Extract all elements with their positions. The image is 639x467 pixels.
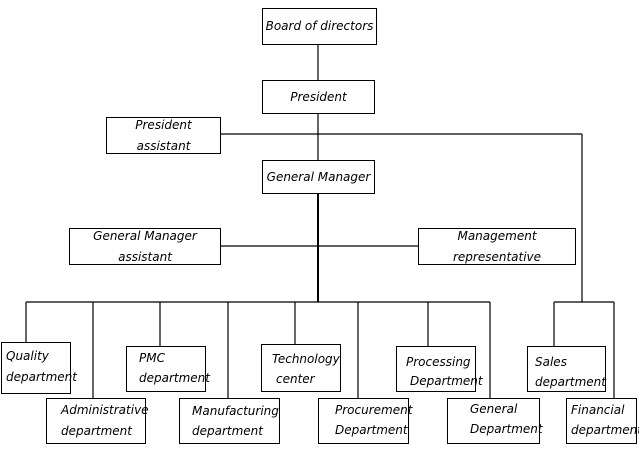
financial-department-line2: department: [571, 423, 639, 437]
processing-department-line2: Department: [410, 374, 483, 388]
board-of-directors-box: Board of directors: [262, 8, 377, 45]
procurement-department-line1: Procurement: [335, 403, 413, 417]
financial-department-line1: Financial: [571, 403, 625, 417]
management-representative-label: Management representative: [452, 228, 542, 264]
manufacturing-department-line1: Manufacturing: [192, 404, 279, 418]
management-representative-box: Management representative: [418, 228, 576, 265]
general-department-line2: Department: [470, 422, 543, 436]
quality-department-line1: Quality: [6, 349, 49, 363]
technology-center-box: Technology center: [261, 344, 341, 392]
manufacturing-department-box: Manufacturing department: [179, 398, 280, 444]
quality-department-line2: department: [6, 370, 77, 384]
technology-center-line2: center: [276, 372, 315, 386]
administrative-department-line2: department: [61, 424, 132, 438]
administrative-department-box: Administrative department: [46, 398, 149, 444]
president-box: President: [262, 80, 375, 114]
procurement-department-line2: Department: [335, 423, 408, 437]
pmc-department-line1: PMC: [139, 351, 165, 365]
pmc-department-line2: department: [139, 371, 210, 385]
technology-center-line1: Technology: [272, 352, 340, 366]
board-of-directors-label: Board of directors: [265, 19, 374, 33]
procurement-department-box: Procurement Department: [318, 398, 413, 444]
manufacturing-department-line2: department: [192, 424, 263, 438]
processing-department-box: Processing Department: [396, 346, 483, 392]
administrative-department-line1: Administrative: [61, 403, 149, 417]
sales-department-line2: department: [535, 375, 606, 389]
president-label: President: [290, 89, 347, 104]
sales-department-line1: Sales: [535, 355, 567, 369]
financial-department-box: Financial department: [566, 398, 639, 444]
president-assistant-box: President assistant: [106, 117, 221, 154]
quality-department-box: Quality department: [1, 342, 77, 394]
general-department-line1: General: [470, 402, 518, 416]
general-manager-box: General Manager: [262, 160, 375, 194]
sales-department-box: Sales department: [527, 346, 606, 392]
general-manager-assistant-label: General Manager assistant: [93, 228, 197, 264]
general-manager-assistant-box: General Manager assistant: [69, 228, 221, 265]
pmc-department-box: PMC department: [126, 346, 210, 392]
processing-department-line1: Processing: [406, 355, 471, 369]
general-department-box: General Department: [447, 398, 543, 444]
general-manager-label: General Manager: [266, 169, 371, 184]
president-assistant-label: President assistant: [135, 117, 192, 153]
